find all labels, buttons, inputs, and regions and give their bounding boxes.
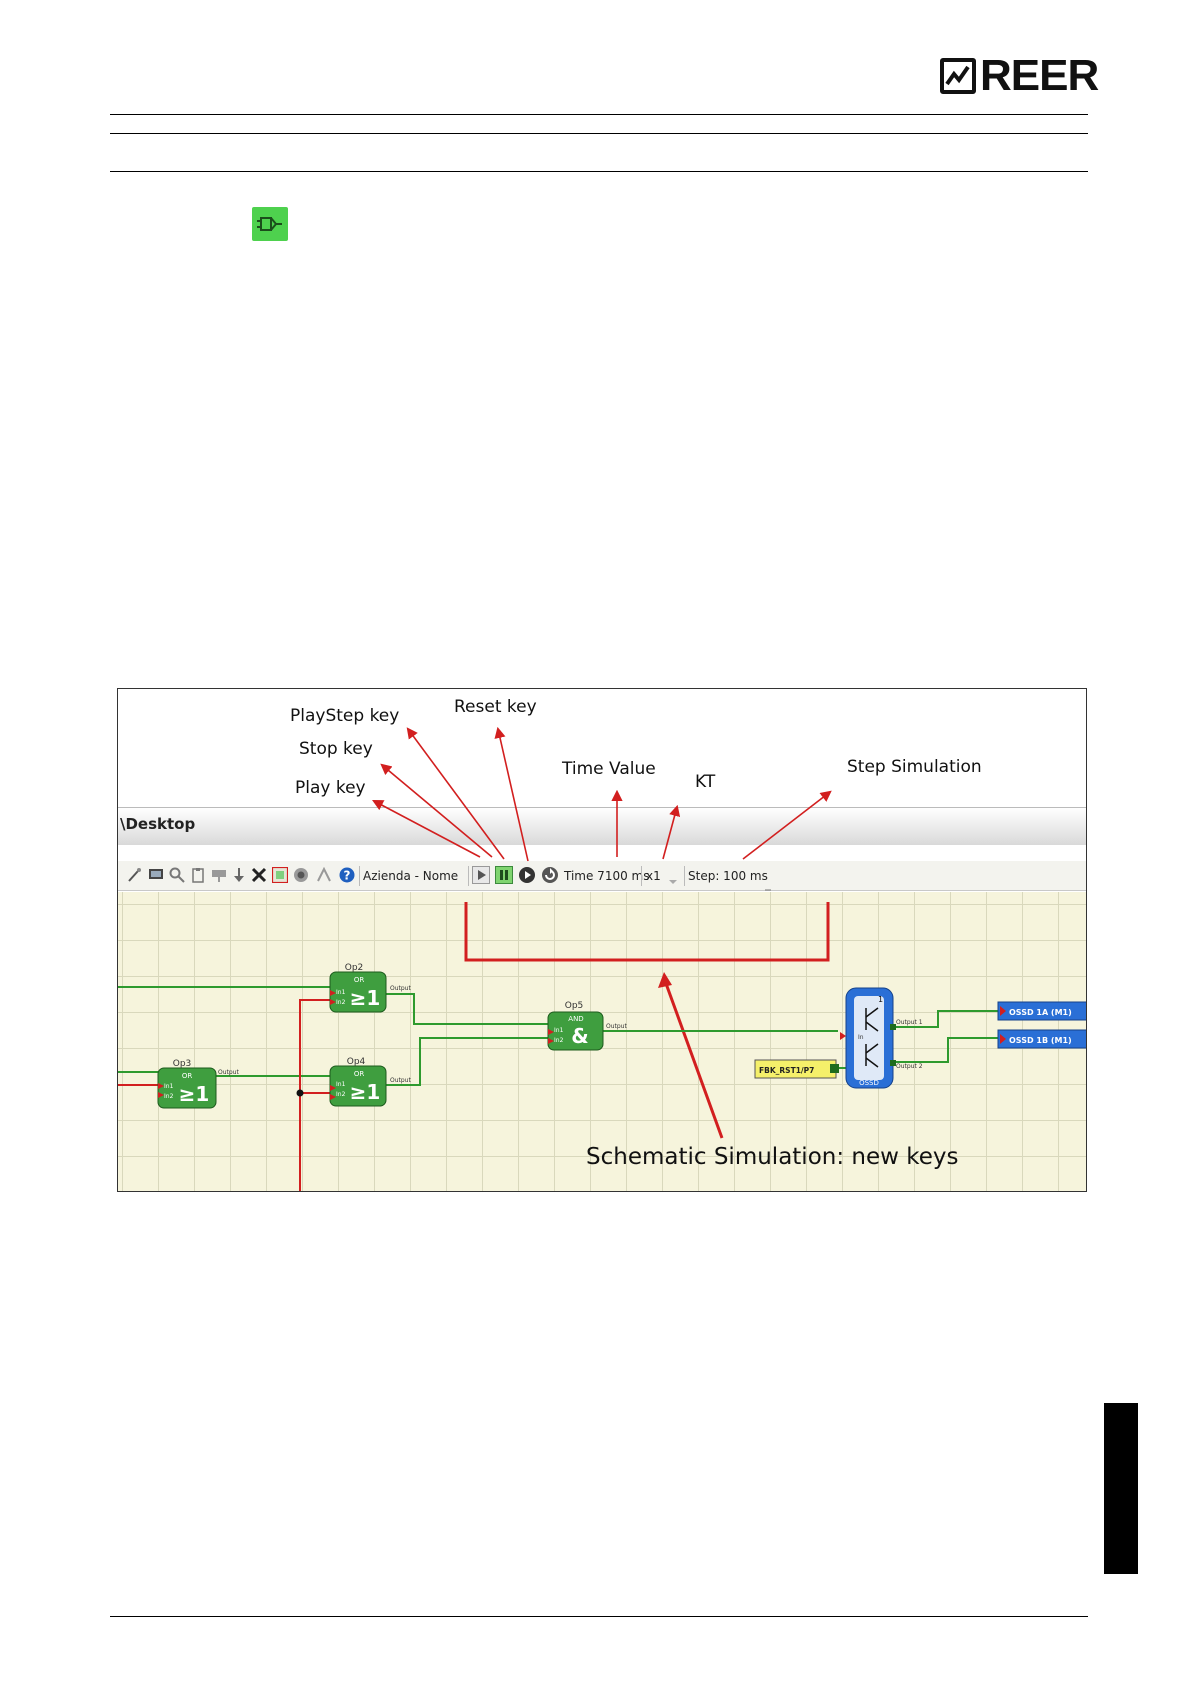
callout-playstep-key: PlayStep key [290, 706, 400, 726]
svg-text:OR: OR [354, 976, 365, 984]
svg-text:In2: In2 [554, 1037, 564, 1044]
svg-text:&: & [571, 1024, 588, 1048]
kt-dropdown-chevron-icon[interactable] [668, 871, 678, 890]
upload-icon[interactable] [211, 867, 227, 883]
svg-text:In2: In2 [164, 1093, 174, 1100]
svg-text:?: ? [344, 869, 351, 883]
toolbar-separator [641, 866, 642, 886]
svg-text:Output: Output [218, 1069, 239, 1076]
svg-text:FBK_RST1/P7: FBK_RST1/P7 [759, 1066, 814, 1075]
fbk-input-block: FBK_RST1/P7 [754, 1059, 839, 1079]
reer-logo: REER [940, 51, 1099, 101]
svg-text:In1: In1 [336, 989, 346, 996]
logo-text: REER [980, 51, 1099, 100]
callout-kt: KT [695, 772, 716, 792]
wand-icon[interactable] [126, 867, 142, 883]
clipboard-icon[interactable] [190, 867, 206, 883]
svg-text:≥1: ≥1 [179, 1082, 210, 1106]
svg-text:AND: AND [568, 1015, 583, 1023]
ossd-1b-output: OSSD 1B (M1) [997, 1029, 1086, 1049]
company-name: Azienda - Nome [363, 869, 459, 883]
side-tab-marker [1104, 1403, 1138, 1574]
delete-x-icon[interactable] [251, 867, 267, 883]
svg-text:In1: In1 [554, 1027, 564, 1034]
callout-reset-key: Reset key [454, 697, 537, 717]
monitor-icon[interactable] [148, 867, 164, 883]
svg-text:In1: In1 [164, 1083, 174, 1090]
zoom-icon[interactable] [169, 867, 185, 883]
footer-rule [110, 1616, 1088, 1617]
svg-text:In2: In2 [336, 1091, 346, 1098]
step-simulation-value: Step: 100 ms [688, 869, 768, 883]
op2-block: Op2 OR ≥1 In1 In2 Output [329, 963, 411, 1013]
op3-block: Op3 OR ≥1 In1 In2 Output [157, 1059, 239, 1109]
svg-text:Output: Output [390, 985, 411, 992]
callout-time-value: Time Value [562, 759, 656, 779]
svg-text:OR: OR [354, 1070, 365, 1078]
svg-text:OSSD 1A (M1): OSSD 1A (M1) [1009, 1008, 1072, 1017]
op4-block: Op4 OR ≥1 In1 In2 Output [329, 1057, 411, 1107]
svg-text:≥1: ≥1 [350, 986, 381, 1010]
simulation-figure: PlayStep key Reset key Stop key Time Val… [117, 688, 1087, 1192]
toolbar-separator [684, 866, 685, 886]
schematic-diagram: Op2 OR ≥1 In1 In2 Output Op3 OR ≥1 In1 I… [118, 902, 1086, 1191]
svg-text:Output: Output [390, 1077, 411, 1084]
reset-key-icon[interactable] [541, 866, 559, 884]
time-value: Time 7100 ms [564, 869, 650, 883]
svg-text:Op5: Op5 [565, 1001, 584, 1011]
svg-text:In: In [858, 1034, 864, 1041]
signal-icon[interactable] [316, 866, 332, 883]
help-icon[interactable]: ? [339, 867, 355, 883]
svg-text:Op4: Op4 [347, 1057, 366, 1067]
toolbar-separator [359, 866, 360, 886]
window-title-bar: \Desktop [118, 807, 1086, 845]
svg-text:Output 2: Output 2 [896, 1063, 923, 1070]
stop-key-icon[interactable] [495, 866, 513, 884]
callout-step-simulation: Step Simulation [847, 757, 982, 777]
figure-caption: Schematic Simulation: new keys [586, 1144, 959, 1170]
svg-text:OSSD: OSSD [859, 1079, 879, 1087]
header-rule-1 [110, 114, 1088, 115]
op5-block: Op5 AND & In1 In2 Output [547, 1001, 627, 1051]
svg-text:Output: Output [606, 1023, 627, 1030]
svg-text:Output 1: Output 1 [896, 1019, 923, 1026]
header-rule-2 [110, 133, 1088, 134]
connect-plug-icon [252, 207, 288, 241]
playstep-key-icon[interactable] [518, 866, 536, 884]
play-key-icon[interactable] [472, 866, 490, 884]
svg-text:1: 1 [878, 995, 883, 1004]
svg-text:In2: In2 [336, 999, 346, 1006]
svg-text:Op3: Op3 [173, 1059, 192, 1069]
toolbar-separator [468, 866, 469, 886]
header-rule-3 [110, 171, 1088, 172]
simulation-toolbar: ? Azienda - Nome Time 7100 ms x1 Step: 1… [118, 861, 1086, 895]
simulation-mode-icon[interactable] [271, 866, 289, 884]
download-arrow-icon[interactable] [231, 867, 247, 883]
schematic-canvas[interactable]: Op2 OR ≥1 In1 In2 Output Op3 OR ≥1 In1 I… [118, 892, 1086, 1191]
kt-select[interactable]: x1 [646, 869, 661, 883]
svg-text:OSSD 1B (M1): OSSD 1B (M1) [1009, 1036, 1072, 1045]
svg-text:In1: In1 [336, 1081, 346, 1088]
svg-text:≥1: ≥1 [350, 1080, 381, 1104]
ossd-block: 1 In OSSD Output 1 Output 2 [840, 987, 923, 1089]
callout-play-key: Play key [295, 778, 366, 798]
logo-mark-icon [940, 58, 976, 94]
svg-text:OR: OR [182, 1072, 193, 1080]
ossd-1a-output: OSSD 1A (M1) [997, 1001, 1086, 1021]
op2-name: Op2 [345, 963, 364, 973]
callout-stop-key: Stop key [299, 739, 373, 759]
record-icon[interactable] [293, 867, 309, 883]
window-title: \Desktop [120, 815, 196, 833]
